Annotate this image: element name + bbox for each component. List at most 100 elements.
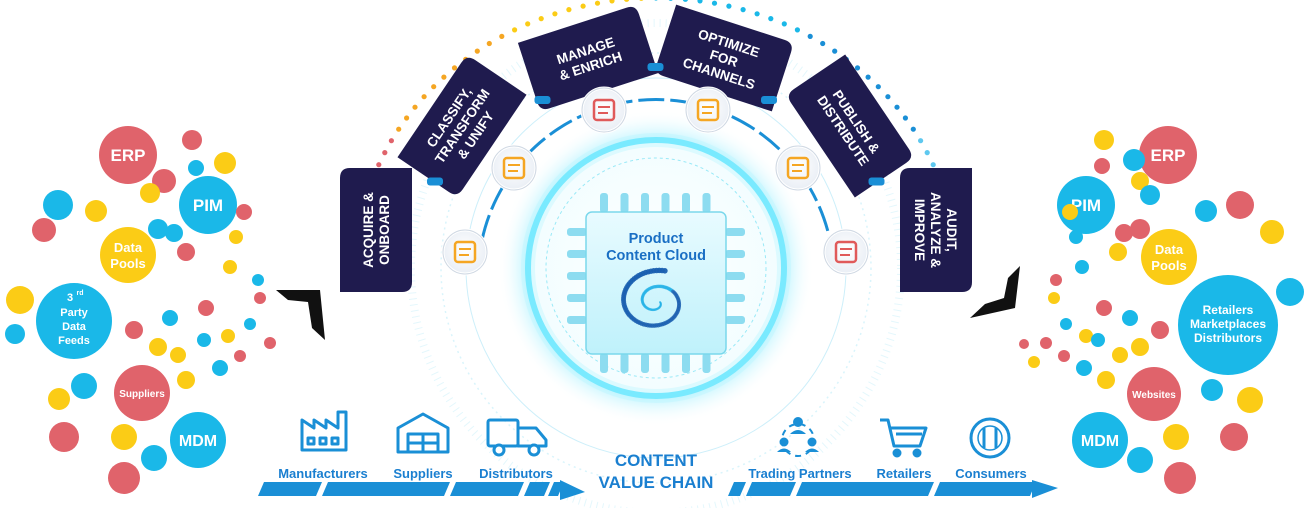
stage-6-label-line3: IMPROVE — [912, 199, 927, 261]
stage-connector-1 — [427, 177, 443, 186]
arc-dot — [726, 3, 732, 9]
decor-dot — [177, 243, 195, 261]
source-suppliers-label: Suppliers — [119, 389, 165, 400]
source-data-pools-line2: Pools — [110, 256, 145, 271]
decor-dot — [149, 338, 167, 356]
right-decorative-dots — [1019, 130, 1304, 494]
downstream-label-consumers: Consumers — [955, 466, 1027, 481]
decor-dot — [1226, 191, 1254, 219]
decor-dot — [1130, 219, 1150, 239]
arc-dot — [807, 33, 813, 40]
decor-dot — [1058, 350, 1070, 362]
factory-icon — [300, 410, 348, 452]
upstream-label-distributors: Distributors — [479, 466, 553, 481]
data-destinations: ERP PIM Data Pools Retailers Marketplace… — [1057, 126, 1278, 468]
decor-dot — [1094, 158, 1110, 174]
decor-dot — [1097, 371, 1115, 389]
arc-dot — [910, 126, 916, 132]
data-sources: ERP PIM Data Pools 3 rd Party Data Feeds… — [36, 126, 237, 468]
decor-dot — [1091, 333, 1105, 347]
arc-dot — [538, 16, 544, 22]
source-third-party-line3: Feeds — [58, 335, 90, 347]
value-chain-line2: VALUE CHAIN — [599, 473, 714, 492]
decor-dot — [197, 333, 211, 347]
decor-dot — [182, 130, 202, 150]
arc-dot — [431, 84, 437, 90]
decor-dot — [162, 310, 178, 326]
spiral-logo-icon — [620, 267, 682, 328]
decor-dot — [1028, 356, 1040, 368]
arc-dot — [930, 162, 936, 168]
arc-dot — [754, 11, 760, 17]
arc-dot — [918, 138, 924, 144]
arc-dot — [486, 40, 492, 47]
arc-dot — [594, 0, 601, 6]
decor-dot — [1075, 260, 1089, 274]
decor-dot — [1220, 423, 1248, 451]
decor-dot — [1094, 130, 1114, 150]
decor-dot — [1237, 387, 1263, 413]
arc-dot — [875, 84, 881, 90]
decor-dot — [1050, 274, 1062, 286]
arc-dot — [820, 40, 826, 47]
truck-icon — [486, 418, 548, 457]
decor-dot — [43, 190, 73, 220]
stage-connector-2 — [534, 96, 551, 104]
stage-1-label-line1: ACQUIRE & — [361, 192, 376, 268]
source-third-party-line2: Data — [62, 321, 87, 333]
decor-dot — [264, 337, 276, 349]
dest-retailers-line1: Retailers — [1203, 303, 1254, 317]
decor-dot — [1123, 149, 1145, 171]
decor-dot — [1122, 310, 1138, 326]
decor-dot — [141, 445, 167, 471]
decor-dot — [71, 373, 97, 399]
people-network-icon — [777, 417, 819, 457]
arc-dot — [624, 0, 630, 2]
decor-dot — [1040, 337, 1052, 349]
decor-dot — [214, 152, 236, 174]
stage-6-label-line2: ANALYZE & — [928, 192, 943, 268]
decor-dot — [234, 350, 246, 362]
arc-dot — [668, 0, 673, 1]
decor-dot — [177, 371, 195, 389]
arc-dot — [654, 0, 658, 1]
stage-1-label-line2: ONBOARD — [377, 195, 392, 265]
decor-dot — [1048, 292, 1060, 304]
decor-dot — [1096, 300, 1112, 316]
left-corner-bracket — [276, 290, 325, 340]
arc-dot — [566, 7, 572, 13]
upstream-label-suppliers: Suppliers — [393, 466, 452, 481]
decor-dot — [1131, 338, 1149, 356]
dest-retailers-line2: Marketplaces — [1190, 317, 1266, 331]
decor-dot — [108, 462, 140, 494]
arc-dot — [451, 65, 458, 71]
arc-dot — [580, 3, 586, 9]
decor-dot — [125, 321, 143, 339]
decor-dot — [1069, 230, 1083, 244]
arc-dot — [740, 7, 746, 13]
decor-dot — [229, 230, 243, 244]
decor-dot — [244, 318, 256, 330]
dest-retailers-line3: Distributors — [1194, 331, 1262, 345]
downstream-label-trading-partners: Trading Partners — [748, 466, 851, 481]
value-chain-line1: CONTENT — [615, 451, 698, 470]
decor-dot — [1201, 379, 1223, 401]
arc-dot — [552, 11, 558, 17]
decor-dot — [6, 286, 34, 314]
decor-dot — [1076, 360, 1092, 376]
arc-dot — [697, 0, 703, 4]
arc-dot — [474, 48, 480, 54]
arc-dot — [382, 150, 388, 156]
decor-dot — [1163, 424, 1189, 450]
source-mdm-label: MDM — [179, 433, 217, 450]
dining-icon — [969, 417, 1011, 459]
value-chain-bar: CONTENT VALUE CHAIN Manufacturers Suppli… — [258, 410, 1058, 500]
source-erp-label: ERP — [111, 146, 146, 165]
arc-dot — [902, 115, 909, 121]
decor-dot — [188, 160, 204, 176]
stage-1-icon — [441, 228, 489, 276]
decor-dot — [1115, 224, 1133, 242]
decor-dot — [1260, 220, 1284, 244]
arc-dot — [711, 0, 718, 6]
